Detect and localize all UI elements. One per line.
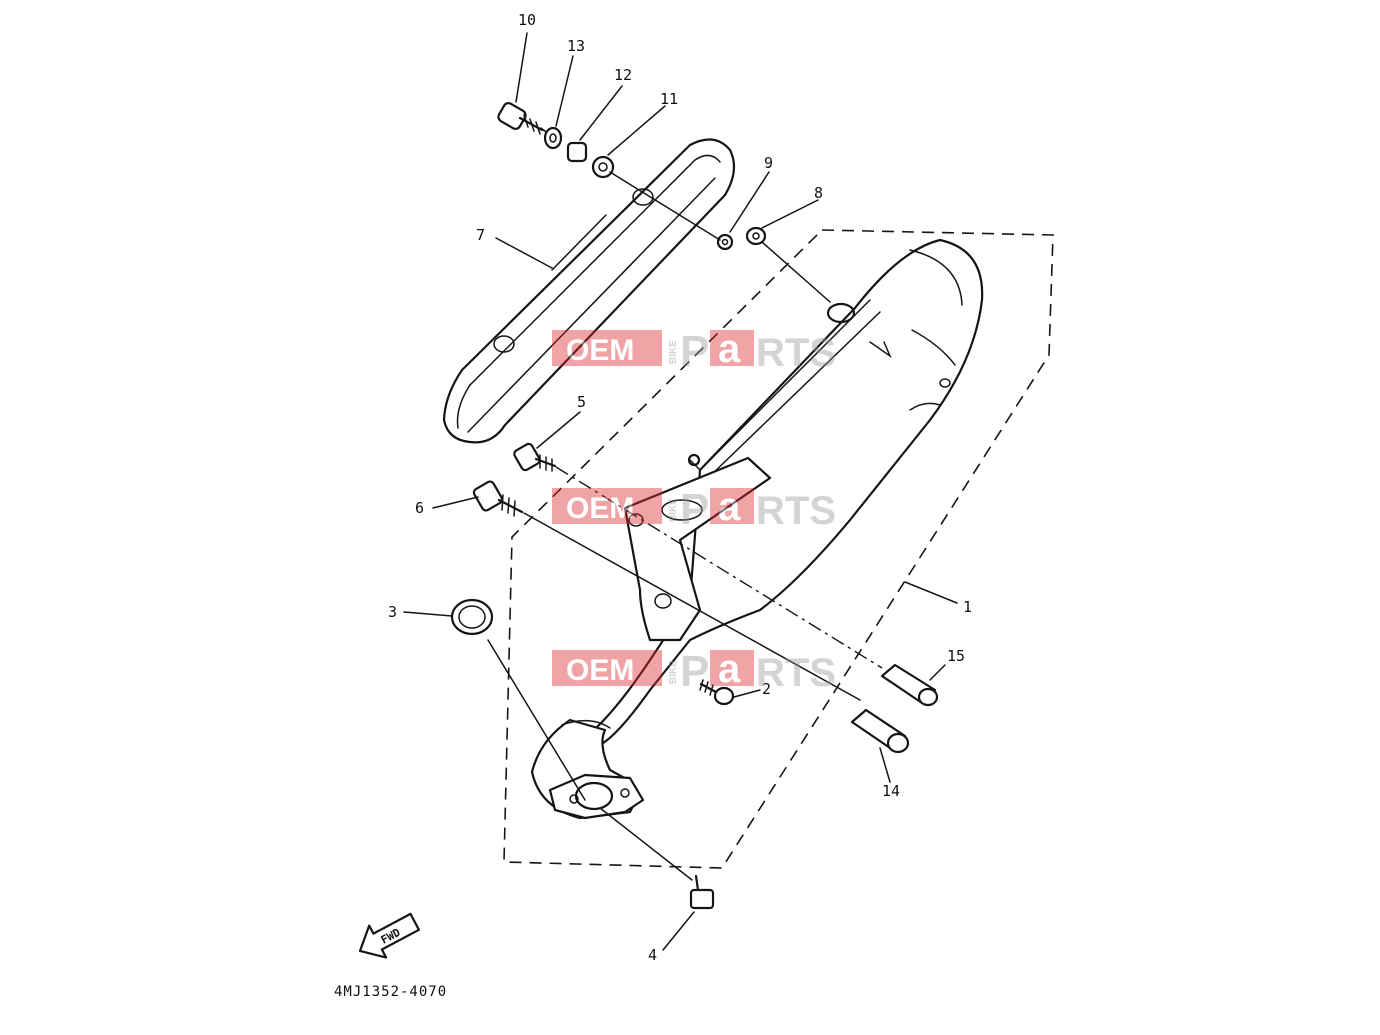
callout-10: 10 [518, 11, 536, 29]
callout-3: 3 [388, 603, 397, 621]
svg-text:OEM: OEM [566, 492, 634, 525]
bolt-part-5[interactable] [513, 442, 557, 472]
bolt-part-10[interactable] [497, 101, 544, 135]
svg-text:OEM: OEM [566, 654, 634, 687]
fwd-arrow-icon: FWD [358, 912, 421, 959]
callout-14: 14 [882, 782, 900, 800]
callout-labels: 1 2 3 4 5 6 7 8 9 10 11 12 13 14 15 [388, 11, 972, 964]
callout-15: 15 [947, 647, 965, 665]
callout-13: 13 [567, 37, 585, 55]
callout-5: 5 [577, 393, 586, 411]
assembly-lines [487, 127, 883, 881]
svg-text:a: a [718, 485, 741, 529]
svg-text:RTS: RTS [756, 651, 836, 695]
callout-1: 1 [963, 598, 972, 616]
callout-12: 12 [614, 66, 632, 84]
leader-lines [403, 32, 958, 951]
callout-9: 9 [764, 154, 773, 172]
drawing-code: 4MJ1352-4070 [334, 984, 447, 1000]
grommet-part-8[interactable] [745, 226, 767, 246]
svg-text:P: P [680, 327, 709, 376]
svg-text:P: P [680, 647, 709, 696]
callout-7: 7 [476, 226, 485, 244]
svg-text:BIKE: BIKE [668, 660, 679, 684]
callout-4: 4 [648, 946, 657, 964]
svg-text:a: a [718, 647, 741, 691]
gasket-part-3[interactable] [450, 598, 494, 636]
washer-part-13[interactable] [543, 126, 563, 150]
svg-text:RTS: RTS [756, 331, 836, 375]
grommet-part-11[interactable] [591, 155, 615, 179]
callout-2: 2 [762, 680, 771, 698]
heat-shield-part-7[interactable] [442, 138, 736, 444]
collar-part-12[interactable] [566, 141, 588, 163]
callout-8: 8 [814, 184, 823, 202]
svg-text:RTS: RTS [756, 489, 836, 533]
collar-part-14[interactable] [850, 708, 910, 754]
assembly-boundary [503, 229, 1054, 869]
screw-part-2[interactable] [699, 679, 735, 706]
spacer-part-15[interactable] [880, 663, 939, 707]
svg-text:BIKE: BIKE [668, 340, 679, 364]
svg-text:OEM: OEM [566, 334, 634, 367]
nut-part-4[interactable] [689, 874, 715, 910]
svg-text:P: P [680, 485, 709, 534]
callout-11: 11 [660, 90, 678, 108]
bolt-part-6[interactable] [472, 480, 524, 517]
svg-text:BIKE: BIKE [668, 498, 679, 522]
muffler-part-1[interactable] [530, 238, 984, 820]
washer-part-9[interactable] [716, 233, 734, 251]
svg-text:a: a [718, 327, 741, 371]
callout-6: 6 [415, 499, 424, 517]
